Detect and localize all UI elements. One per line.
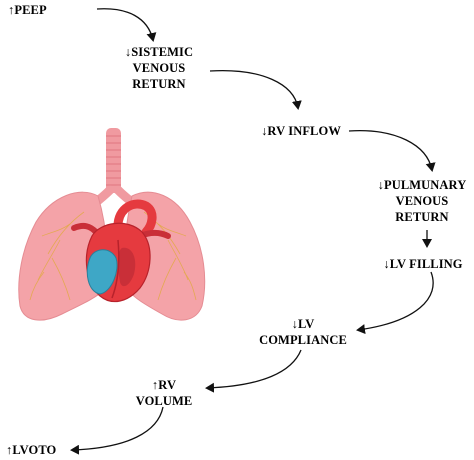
- node-rv-volume-line-1: ↑RV: [151, 378, 177, 392]
- node-pulmonary-line-2: VENOUS: [395, 194, 449, 208]
- heart-lungs-icon: [18, 128, 206, 321]
- node-pulmonary-line-1: ↓PULMUNARY: [377, 178, 467, 192]
- node-systemic-line-2: VENOUS: [132, 61, 186, 75]
- arrow-lv-filling-to-compliance: [356, 271, 434, 334]
- heart: [71, 199, 171, 303]
- node-systemic-venous-return: ↓SISTEMIC VENOUS RETURN: [104, 44, 214, 92]
- bronchi: [29, 211, 197, 301]
- node-peep-line: ↑PEEP: [8, 3, 47, 17]
- arrow-compliance-to-rv-volume: [205, 349, 302, 393]
- node-peep: ↑PEEP: [8, 2, 47, 18]
- node-pulmonary-venous-return: ↓PULMUNARY VENOUS RETURN: [370, 177, 474, 225]
- node-rv-inflow-line: ↓RV INFLOW: [261, 124, 341, 138]
- node-lvoto: ↑LVOTO: [6, 442, 56, 458]
- node-rv-inflow: ↓RV INFLOW: [248, 123, 354, 139]
- node-rv-volume: ↑RV VOLUME: [118, 377, 210, 409]
- node-lv-filling-line: ↓LV FILLING: [383, 257, 463, 271]
- arrow-peep-to-systemic: [96, 8, 157, 42]
- node-lv-compliance-line-1: ↓LV: [291, 317, 315, 331]
- node-lvoto-line: ↑LVOTO: [6, 443, 57, 457]
- node-rv-volume-line-2: VOLUME: [135, 394, 193, 408]
- node-lv-filling: ↓LV FILLING: [376, 256, 470, 272]
- node-pulmonary-line-3: RETURN: [395, 210, 449, 224]
- arrow-rv-inflow-to-pulmonary: [348, 130, 436, 172]
- node-lv-compliance-line-2: COMPLIANCE: [259, 333, 347, 347]
- node-systemic-line-1: ↓SISTEMIC: [124, 45, 194, 59]
- node-lv-compliance: ↓LV COMPLIANCE: [248, 316, 358, 348]
- arrow-systemic-to-rv-inflow: [209, 69, 302, 110]
- arrow-rv-volume-to-lvoto: [70, 406, 164, 455]
- node-systemic-line-3: RETURN: [132, 77, 186, 91]
